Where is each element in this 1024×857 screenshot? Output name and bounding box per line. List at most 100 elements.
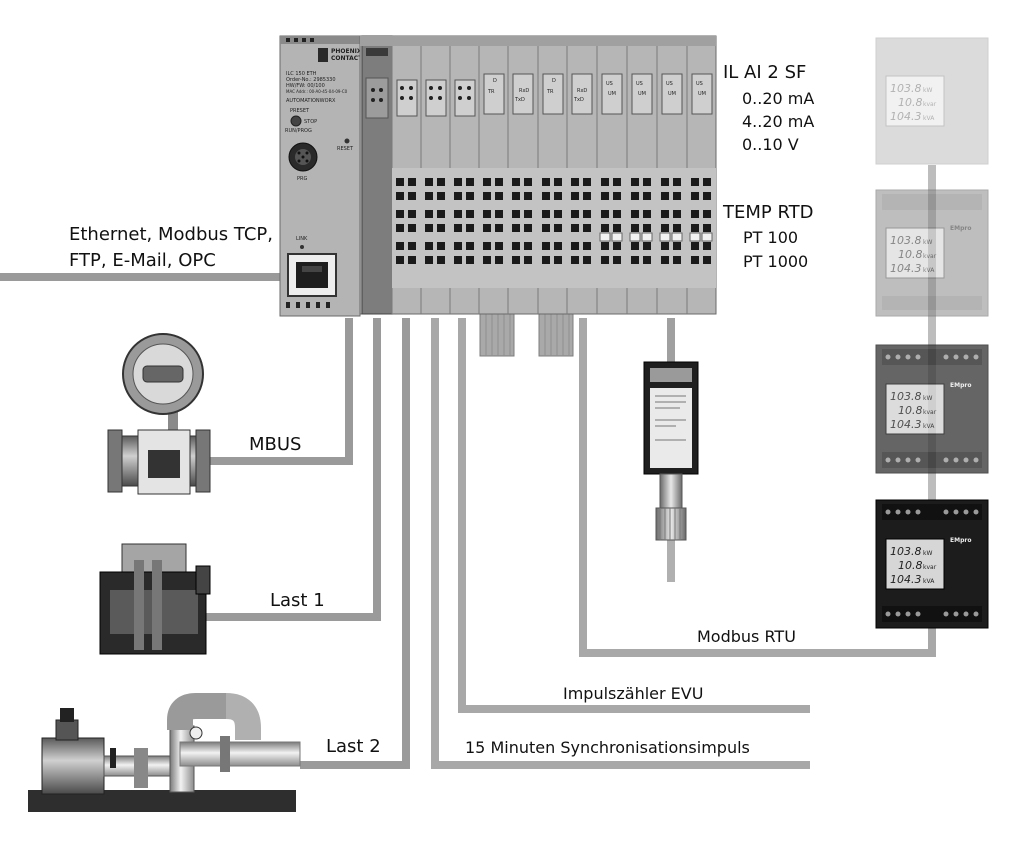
meter2-brand: EMpro <box>950 225 971 232</box>
tr-module-d-label: D <box>493 78 497 84</box>
terminal-holes <box>396 178 713 264</box>
terminal-hole <box>661 224 669 232</box>
terminal-hole <box>396 224 404 232</box>
terminal-hole <box>495 224 503 232</box>
terminal-hole <box>495 192 503 200</box>
terminal-hole <box>643 242 651 250</box>
terminal-hole <box>408 256 416 264</box>
reset-button[interactable] <box>344 138 350 144</box>
terminal-hole <box>631 192 639 200</box>
power-meters: 103.8 kW 10.8 kvar 104.3 kVA EMpro 103.8… <box>875 37 989 629</box>
terminal-slot <box>689 232 701 242</box>
terminal-hole <box>661 192 669 200</box>
load1-transformer <box>99 543 211 655</box>
controller-mac: MAC Addr.: 00-A0-45-04-09-C0 <box>286 89 348 94</box>
controller-model: ILC 150 ETH <box>286 71 317 77</box>
power-meter-3: EMpro 103.8 kW 10.8 kvar 104.3 kVA <box>875 344 989 474</box>
terminal-hole <box>601 210 609 218</box>
terminal-hole <box>396 178 404 186</box>
terminal-hole <box>554 224 562 232</box>
terminal-hole <box>425 256 433 264</box>
terminal-hole <box>554 178 562 186</box>
terminal-hole <box>583 224 591 232</box>
terminal-hole <box>643 178 651 186</box>
meter2-kvar-unit: kvar <box>923 253 937 260</box>
terminal-hole <box>466 178 474 186</box>
terminal-hole <box>601 192 609 200</box>
terminal-slot <box>641 232 653 242</box>
terminal-hole <box>425 178 433 186</box>
terminal-hole <box>613 242 621 250</box>
terminal-hole <box>495 242 503 250</box>
terminal-hole <box>661 242 669 250</box>
temp-module-label: TEMP RTD <box>722 202 814 223</box>
terminal-hole <box>601 178 609 186</box>
last2-label: Last 2 <box>326 736 381 757</box>
terminal-hole <box>571 242 579 250</box>
terminal-hole <box>673 210 681 218</box>
last1-wire <box>200 318 381 621</box>
terminal-hole <box>673 256 681 264</box>
terminal-hole <box>437 256 445 264</box>
run-prog-label: RUN/PROG <box>285 128 312 134</box>
ethernet-label-line1: Ethernet, Modbus TCP, <box>69 224 273 245</box>
meter4-kvar-value: 10.8 <box>898 559 923 572</box>
analog-range-1: 0..20 mA <box>742 89 814 108</box>
terminal-hole <box>408 224 416 232</box>
meter4-kw-unit: kW <box>923 550 932 557</box>
terminal-hole <box>691 224 699 232</box>
terminal-hole <box>454 256 462 264</box>
tr-module2-tr-label: TR <box>546 89 554 95</box>
controller-series: AUTOMATIONWORX <box>286 98 336 104</box>
meter1-kva-value: 104.3 <box>890 110 922 123</box>
terminal-hole <box>524 178 532 186</box>
terminal-hole <box>631 210 639 218</box>
meter1-kw-unit: kW <box>923 87 932 94</box>
serial-module2-txd-label: TxD <box>573 97 584 103</box>
terminal-hole <box>483 192 491 200</box>
terminal-hole <box>466 242 474 250</box>
serial-module2-rxd-label: RxD <box>577 88 587 94</box>
terminal-hole <box>466 224 474 232</box>
terminal-hole <box>408 178 416 186</box>
terminal-hole <box>661 178 669 186</box>
terminal-hole <box>631 242 639 250</box>
terminal-hole <box>661 210 669 218</box>
meter2-kw-value: 103.8 <box>890 234 922 247</box>
terminal-hole <box>542 178 550 186</box>
impulse-counter-label: Impulszähler EVU <box>563 684 703 703</box>
power-meter-4: EMpro 103.8 kW 10.8 kvar 104.3 kVA <box>875 499 989 629</box>
mode-selector-switch[interactable] <box>290 115 302 127</box>
terminal-hole <box>601 256 609 264</box>
analog-module-label: IL AI 2 SF <box>723 62 806 83</box>
terminal-hole <box>643 256 651 264</box>
terminal-hole <box>703 178 711 186</box>
terminal-hole <box>703 242 711 250</box>
terminal-hole <box>495 178 503 186</box>
terminal-hole <box>542 192 550 200</box>
terminal-hole <box>691 210 699 218</box>
terminal-hole <box>583 178 591 186</box>
meter1-kvar-value: 10.8 <box>898 96 923 109</box>
terminal-hole <box>613 192 621 200</box>
terminal-hole <box>673 224 681 232</box>
stop-label: STOP <box>304 119 317 125</box>
terminal-hole <box>643 224 651 232</box>
modbus-rtu-wire <box>579 318 936 657</box>
terminal-hole <box>454 242 462 250</box>
terminal-slot <box>611 232 623 242</box>
io-module-rack: D TR RxD TxD D TR RxD TxD US UM US UM US… <box>359 35 717 315</box>
sync-pulse-wire <box>431 318 810 769</box>
terminal-hole <box>524 256 532 264</box>
terminal-hole <box>512 192 520 200</box>
meter3-kw-unit: kW <box>923 395 932 402</box>
terminal-hole <box>631 256 639 264</box>
terminal-hole <box>631 224 639 232</box>
terminal-hole <box>691 178 699 186</box>
terminal-hole <box>396 256 404 264</box>
terminal-hole <box>512 178 520 186</box>
terminal-slot <box>629 232 641 242</box>
terminal-hole <box>408 210 416 218</box>
terminal-hole <box>542 210 550 218</box>
terminal-hole <box>571 210 579 218</box>
